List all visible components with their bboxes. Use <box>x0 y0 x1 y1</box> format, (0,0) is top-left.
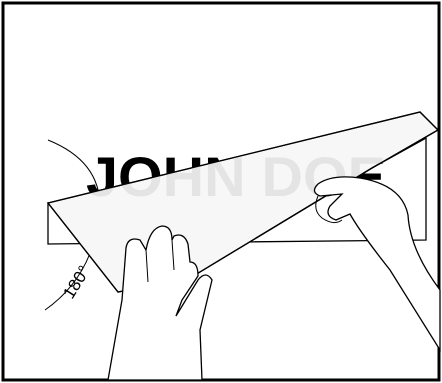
label-peel-illustration: JOHN DOE 180° JOHN DOE <box>0 0 442 383</box>
